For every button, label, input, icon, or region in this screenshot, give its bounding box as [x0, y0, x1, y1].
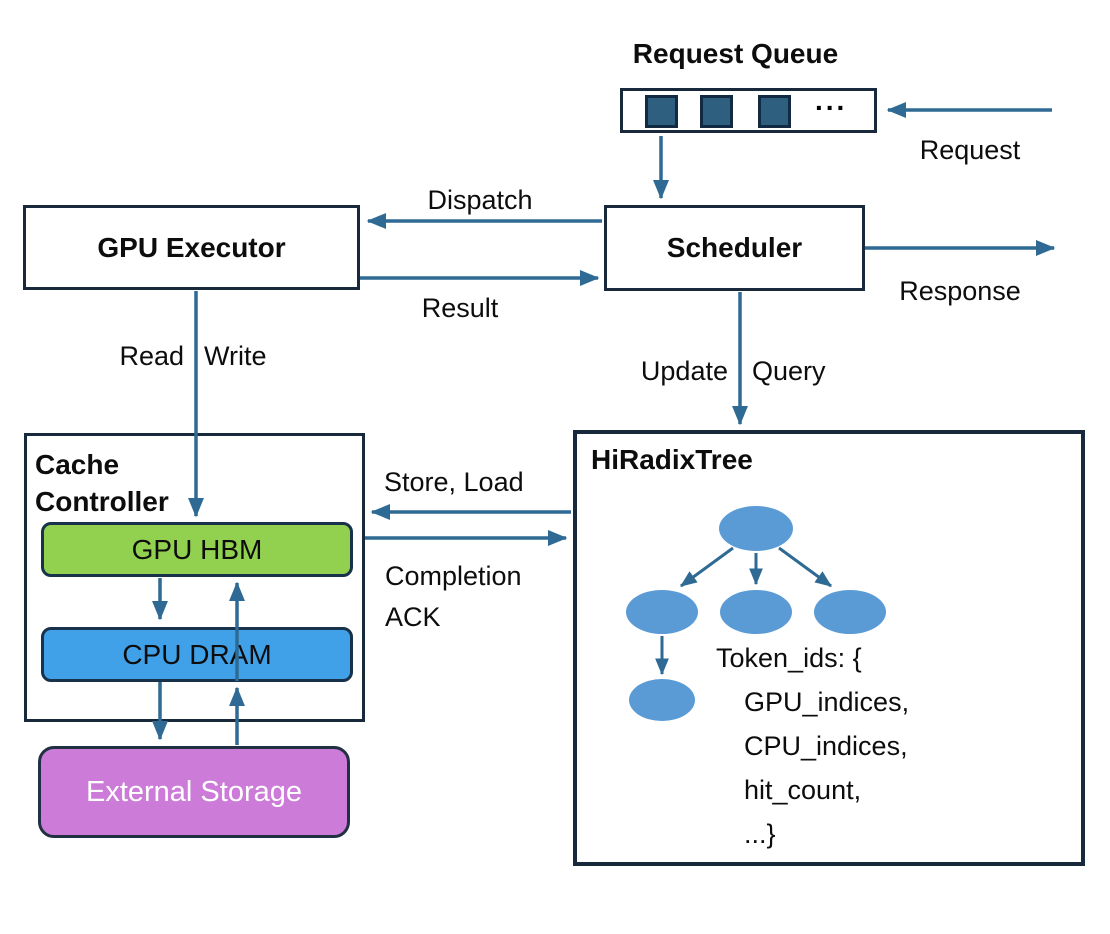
tree-child-node — [626, 590, 698, 634]
gpu-executor-label: GPU Executor — [97, 231, 286, 263]
dispatch-label: Dispatch — [427, 185, 533, 215]
cpu-dram-label: CPU DRAM — [122, 638, 272, 670]
completion-label: Completion — [385, 561, 522, 591]
scheduler-label: Scheduler — [666, 232, 803, 263]
write-label: Write — [204, 341, 267, 371]
gpu-hbm-chip: GPU HBM — [41, 522, 353, 577]
queue-item-icon — [645, 95, 678, 128]
request-queue-box: ... — [620, 85, 877, 133]
gpu-hbm-label: GPU HBM — [131, 533, 263, 565]
gpu-executor-box: GPU Executor — [23, 205, 360, 290]
hiradixtree-title: HiRadixTree — [591, 444, 753, 475]
cache-controller-title: Cache Controller — [35, 449, 169, 517]
external-storage-label: External Storage — [85, 775, 302, 808]
tree-child-node — [720, 590, 792, 634]
queue-item-icon — [758, 95, 791, 128]
hiradixtree-box: HiRadixTree — [573, 430, 1085, 866]
update-label: Update — [640, 356, 728, 386]
request-queue-title: Request Queue — [632, 38, 839, 69]
ack-label: ACK — [385, 602, 441, 632]
cpu-dram-chip: CPU DRAM — [41, 627, 353, 682]
tree-child-node — [814, 590, 886, 634]
read-label: Read — [119, 341, 184, 371]
tree-leaf-node — [629, 679, 695, 721]
token-ids-text: Token_ids: { GPU_indices, CPU_indices, h… — [716, 643, 910, 849]
query-label: Query — [752, 356, 826, 386]
queue-item-icon — [700, 95, 733, 128]
response-label: Response — [899, 276, 1021, 306]
external-storage-chip: External Storage — [38, 746, 350, 838]
tree-root-node — [719, 506, 793, 551]
cache-controller-box: Cache Controller GPU HBM CPU DRAM — [24, 433, 365, 722]
scheduler-box: Scheduler — [604, 205, 865, 291]
queue-ellipsis: ... — [815, 85, 848, 116]
result-label: Result — [421, 293, 499, 323]
request-label: Request — [919, 135, 1021, 165]
store-load-label: Store, Load — [384, 467, 524, 497]
